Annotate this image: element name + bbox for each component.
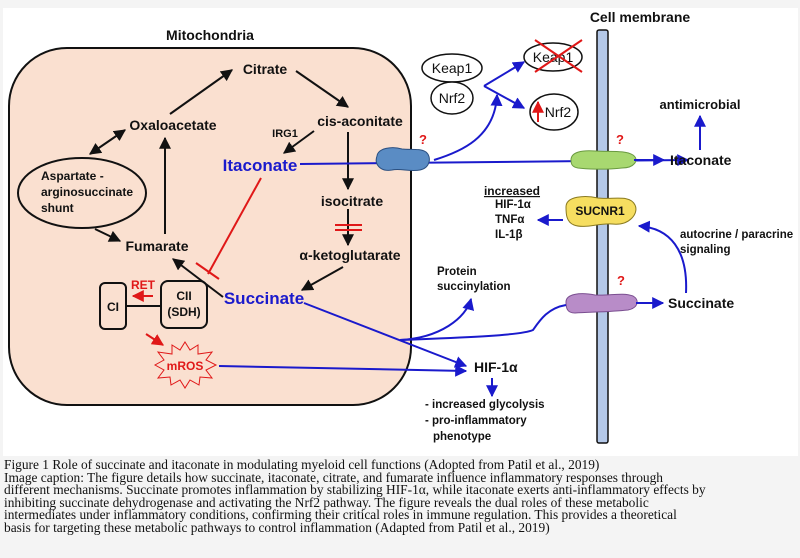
complex-ii-label-line2: (SDH)	[167, 305, 200, 319]
arrow-succinate-fumarate	[172, 258, 224, 298]
caption-line: different mechanisms. Succinate promotes…	[4, 482, 706, 498]
question-membrane-top: ?	[616, 132, 624, 147]
caption-line: Figure 1 Role of succinate and itaconate…	[4, 457, 600, 472]
membrane-succinate-transporter	[565, 293, 638, 314]
label-protein-line1: Protein	[437, 266, 477, 278]
caption-line: basis for targeting these metabolic path…	[4, 519, 550, 535]
caption-line: Image caption: The figure details how su…	[4, 469, 663, 485]
inhibit-bar	[195, 262, 220, 280]
node-antimicrobial: antimicrobial	[660, 97, 741, 112]
arrow-succinate-hif	[303, 302, 468, 368]
node-nrf2: Nrf2	[439, 90, 466, 106]
sucnr1-receptor	[565, 196, 637, 227]
complex-ii-box	[160, 280, 208, 329]
outcome-proinflammatory: - pro-inflammatory	[425, 415, 527, 427]
question-membrane-bottom: ?	[617, 273, 625, 288]
node-fumarate: Fumarate	[125, 238, 188, 254]
arrow-cis-itaconate	[283, 130, 315, 154]
succinate-export-line	[399, 304, 567, 341]
figure-caption: Figure 1 Role of succinate and itaconate…	[4, 457, 798, 535]
membrane-itaconate-transporter	[570, 150, 637, 170]
node-shunt-line2: arginosuccinate	[41, 185, 133, 199]
arrow-itaconate-keap1	[433, 93, 503, 161]
node-isocitrate: isocitrate	[321, 193, 383, 209]
label-autocrine-line2: signaling	[680, 244, 730, 256]
outcome-glycolysis: - increased glycolysis	[425, 399, 545, 411]
node-succinate-mito: Succinate	[224, 289, 304, 308]
node-alpha-ketoglutarate: α-ketoglutarate	[299, 247, 400, 263]
caption-line: inhibiting succinate dehydrogenase and a…	[4, 494, 649, 510]
mitochondria-title: Mitochondria	[166, 27, 254, 43]
node-citrate: Citrate	[243, 61, 288, 77]
arrow-citrate-cis	[295, 70, 349, 108]
node-succinate-extracellular: Succinate	[668, 295, 734, 311]
arrow-oaa-citrate	[169, 69, 233, 115]
node-itaconate-mito: Itaconate	[223, 156, 298, 175]
node-nrf2-up: Nrf2	[545, 104, 572, 120]
arrow-to-protein-succinylation	[399, 297, 475, 341]
cell-membrane	[596, 29, 609, 444]
cytokine-il1b: IL-1β	[495, 229, 522, 241]
node-oxaloacetate: Oxaloacetate	[129, 117, 216, 133]
node-shunt-line1: Aspartate -	[41, 169, 104, 183]
node-mros: mROS	[167, 359, 204, 373]
label-ret: RET	[131, 278, 156, 292]
node-sucnr1: SUCNR1	[575, 204, 625, 218]
arrow-shunt-fumarate	[94, 228, 122, 242]
complex-i-label: CI	[107, 300, 119, 314]
node-itaconate-extracellular: Itaconate	[670, 152, 732, 168]
cell-membrane-title: Cell membrane	[590, 9, 691, 25]
complex-ii-label-line1: CII	[176, 289, 191, 303]
inhibit-itaconate-sdh	[207, 177, 262, 275]
outcome-phenotype: phenotype	[433, 431, 491, 443]
keap1-cross-2	[534, 39, 583, 73]
arrow-to-keap1-degraded	[483, 61, 526, 87]
node-shunt-line3: shunt	[41, 201, 74, 215]
label-irg1: IRG1	[272, 128, 298, 140]
mros-arrow	[145, 333, 165, 346]
node-cis-aconitate: cis-aconitate	[317, 113, 403, 129]
label-protein-line2: succinylation	[437, 281, 511, 293]
arrow-akg-succinate	[300, 266, 344, 291]
question-mito-transporter: ?	[419, 132, 427, 147]
shunt-ellipse	[17, 157, 147, 229]
mros-burst	[153, 341, 218, 389]
cytokine-tnf: TNFα	[495, 214, 524, 226]
node-hif-1a: HIF-1α	[474, 359, 518, 375]
node-keap1: Keap1	[432, 60, 473, 76]
mito-transporter	[375, 147, 430, 172]
caption-line: intermediates under inflammatory conditi…	[4, 507, 677, 523]
arrow-succinate-sucnr1	[637, 220, 688, 294]
nrf2-ellipse	[430, 81, 474, 115]
cytokine-hif: HIF-1α	[495, 199, 531, 211]
label-increased-header: increased	[484, 184, 540, 198]
arrow-mros-hif	[218, 364, 468, 377]
arrow-oaa-shunt	[89, 129, 126, 155]
label-autocrine-line1: autocrine / paracrine	[680, 229, 793, 241]
arrow-to-nrf2-up	[483, 85, 526, 109]
